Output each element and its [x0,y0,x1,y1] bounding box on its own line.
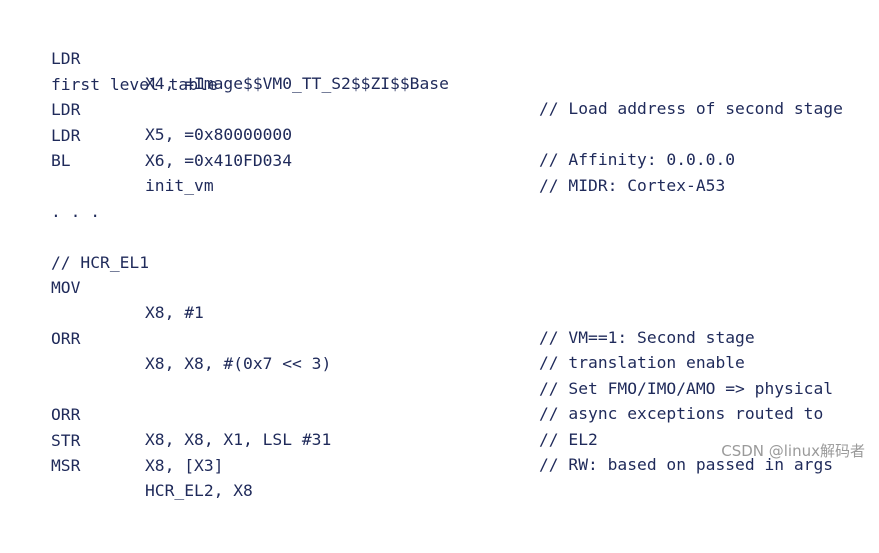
operands: X8, #1 [145,303,204,322]
wrapped-text: first level table [51,75,218,94]
comment: // Affinity: 0.0.0.0 [539,150,736,169]
comment: // VM==1: Second stage [539,328,755,347]
operands: X5, =0x80000000 [145,125,293,144]
code-line: // HCR_EL1 [0,225,879,272]
operands: X8, X8, #(0x7 << 3) [145,354,332,373]
operands: X8, [X3] [145,456,224,475]
code-line: BL init_vm [0,123,879,195]
mnemonic: ORR [51,405,81,424]
comment: // Load address of second stage [539,99,843,118]
mnemonic: STR [51,431,81,450]
mnemonic: LDR [51,126,81,145]
mnemonic: LDR [51,100,81,119]
ellipsis: . . . [51,202,101,221]
operands: init_vm [145,176,214,195]
code-line: LDR X6, =0x410FD034 // MIDR: Cortex-A53 [0,98,879,195]
mnemonic: MSR [51,456,81,475]
mnemonic: MOV [51,278,81,297]
mnemonic: ORR [51,329,81,348]
operands: HCR_EL2, X8 [145,481,253,500]
mnemonic: BL [51,151,71,170]
code-line-blank [0,199,879,224]
comment: // async exceptions routed to [539,404,824,423]
operands: X4, =Image$$VM0_TT_S2$$ZI$$Base [145,74,449,93]
operands: X8, X8, X1, LSL #31 [145,430,332,449]
code-line: first level table [0,47,879,94]
comment: // translation enable [539,353,745,372]
comment: // Set FMO/IMO/AMO => physical [539,379,834,398]
code-line: // async exceptions routed to [0,326,879,423]
code-line: . . . [0,174,879,221]
code-line-blank [0,148,879,173]
code-line: // EL2 [0,352,879,449]
comment: // EL2 [539,430,598,449]
operands: X6, =0x410FD034 [145,151,293,170]
comment: // MIDR: Cortex-A53 [539,176,726,195]
code-line: ORR X8, X8, X1, LSL #31 // RW: based on … [0,377,879,474]
mnemonic: LDR [51,49,81,68]
code-line: LDR X4, =Image$$VM0_TT_S2$$ZI$$Base // L… [0,21,879,118]
watermark: CSDN @linux解码者 [721,442,865,460]
code-line: LDR X5, =0x80000000 // Affinity: 0.0.0.0 [0,72,879,169]
code-line: STR X8, [X3] [0,403,879,475]
code-listing: LDR X4, =Image$$VM0_TT_S2$$ZI$$Base // L… [0,21,879,500]
code-line: // translation enable [0,275,879,372]
code-line: MOV X8, #1 // VM==1: Second stage [0,250,879,347]
code-line: ORR X8, X8, #(0x7 << 3) // Set FMO/IMO/A… [0,301,879,398]
section-comment: // HCR_EL1 [51,253,150,272]
